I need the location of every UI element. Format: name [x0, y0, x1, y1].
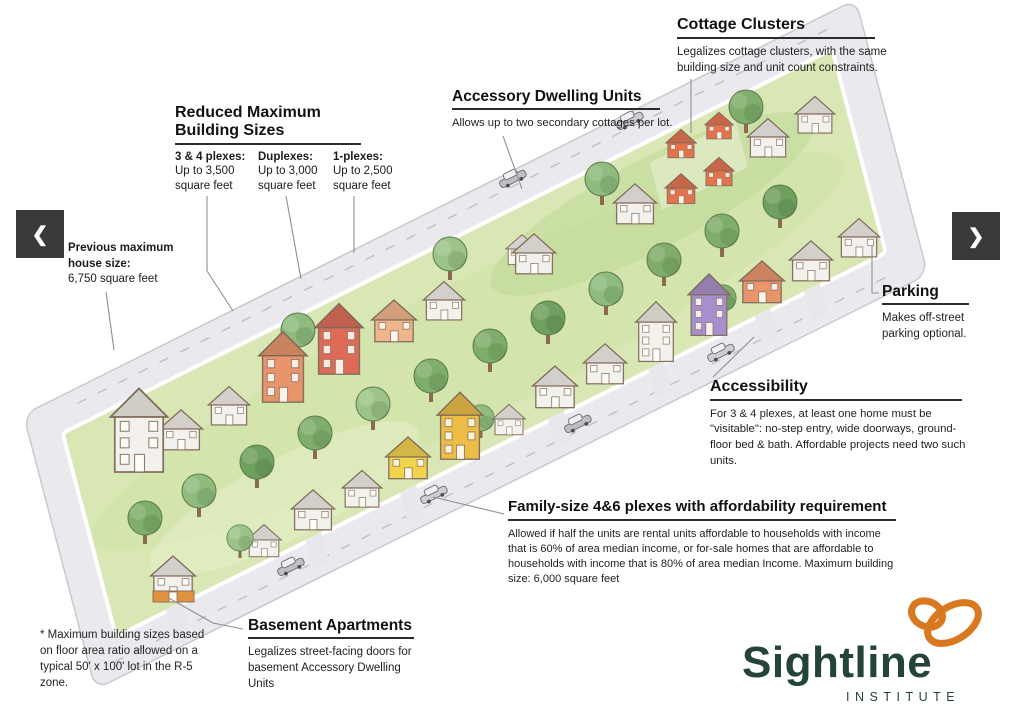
chevron-left-icon: ❮ [31, 223, 49, 246]
basement-apartment-house [149, 555, 197, 603]
title-underline [710, 398, 962, 401]
note-body: Legalizes cottage clusters, with the sam… [677, 45, 887, 74]
title-underline [452, 108, 660, 111]
size-column: Duplexes: Up to 3,000 square feet [258, 151, 333, 194]
note-basement-apartments: Basement Apartments Legalizes street-fac… [248, 617, 433, 693]
size-column-label: Duplexes: [258, 150, 313, 163]
driveways [165, 283, 828, 640]
note-title: Accessory Dwelling Units [452, 88, 642, 105]
prev-arrow-button[interactable]: ❮ [16, 210, 64, 258]
size-column-label: 3 & 4 plexes: [175, 150, 246, 163]
leader-lines [105, 79, 879, 630]
title-underline [882, 303, 969, 306]
next-arrow-button[interactable]: ❯ [952, 212, 1000, 260]
note-body: For 3 & 4 plexes, at least one home must… [710, 407, 966, 467]
note-reduced-maximum: Reduced Maximum Building Sizes 3 & 4 ple… [175, 104, 405, 194]
chevron-right-icon: ❯ [967, 225, 985, 248]
sightline-logo-icon [908, 597, 982, 647]
note-parking: Parking Makes off-street parking optiona… [882, 283, 982, 343]
title-underline [677, 36, 875, 39]
note-cottage-clusters: Cottage Clusters Legalizes cottage clust… [677, 16, 889, 77]
note-title: Cottage Clusters [677, 16, 806, 33]
note-title: Basement Apartments [248, 617, 412, 634]
note-value: 6,750 square feet [68, 273, 158, 286]
note-title: Parking [882, 283, 939, 300]
footnote: * Maximum building sizes based on floor … [40, 629, 205, 690]
note-family-size: Family-size 4&6 plexes with affordabilit… [508, 498, 908, 587]
size-column: 3 & 4 plexes: Up to 3,500 square feet [175, 151, 258, 194]
size-column-value: Up to 3,500 square feet [175, 164, 235, 192]
logo-subtitle: INSTITUTE [846, 690, 961, 704]
title-underline [248, 637, 414, 640]
title-underline [175, 142, 361, 145]
note-previous-maximum: Previous maximum house size: 6,750 squar… [68, 241, 180, 288]
note-body: Allowed if half the units are rental uni… [508, 527, 894, 586]
note-title: Family-size 4&6 plexes with affordabilit… [508, 498, 887, 515]
size-column-label: 1-plexes: [333, 150, 383, 163]
note-title: Reduced Maximum Building Sizes [175, 104, 321, 139]
size-column-value: Up to 3,000 square feet [258, 164, 318, 192]
title-underline [508, 518, 896, 521]
logo-wordmark: Sightline [742, 638, 933, 687]
note-title: Accessibility [710, 378, 808, 395]
note-accessory-dwelling-units: Accessory Dwelling Units Allows up to tw… [452, 88, 676, 132]
size-column: 1-plexes: Up to 2,500 square feet [333, 151, 403, 194]
note-body: Allows up to two secondary cottages per … [452, 117, 673, 130]
size-column-value: Up to 2,500 square feet [333, 164, 393, 192]
note-body: Legalizes street-facing doors for baseme… [248, 646, 412, 691]
note-body: Makes off-street parking optional. [882, 312, 967, 341]
note-title: Previous maximum house size: [68, 242, 174, 270]
note-accessibility: Accessibility For 3 & 4 plexes, at least… [710, 378, 972, 469]
buildings-and-trees [109, 89, 881, 603]
